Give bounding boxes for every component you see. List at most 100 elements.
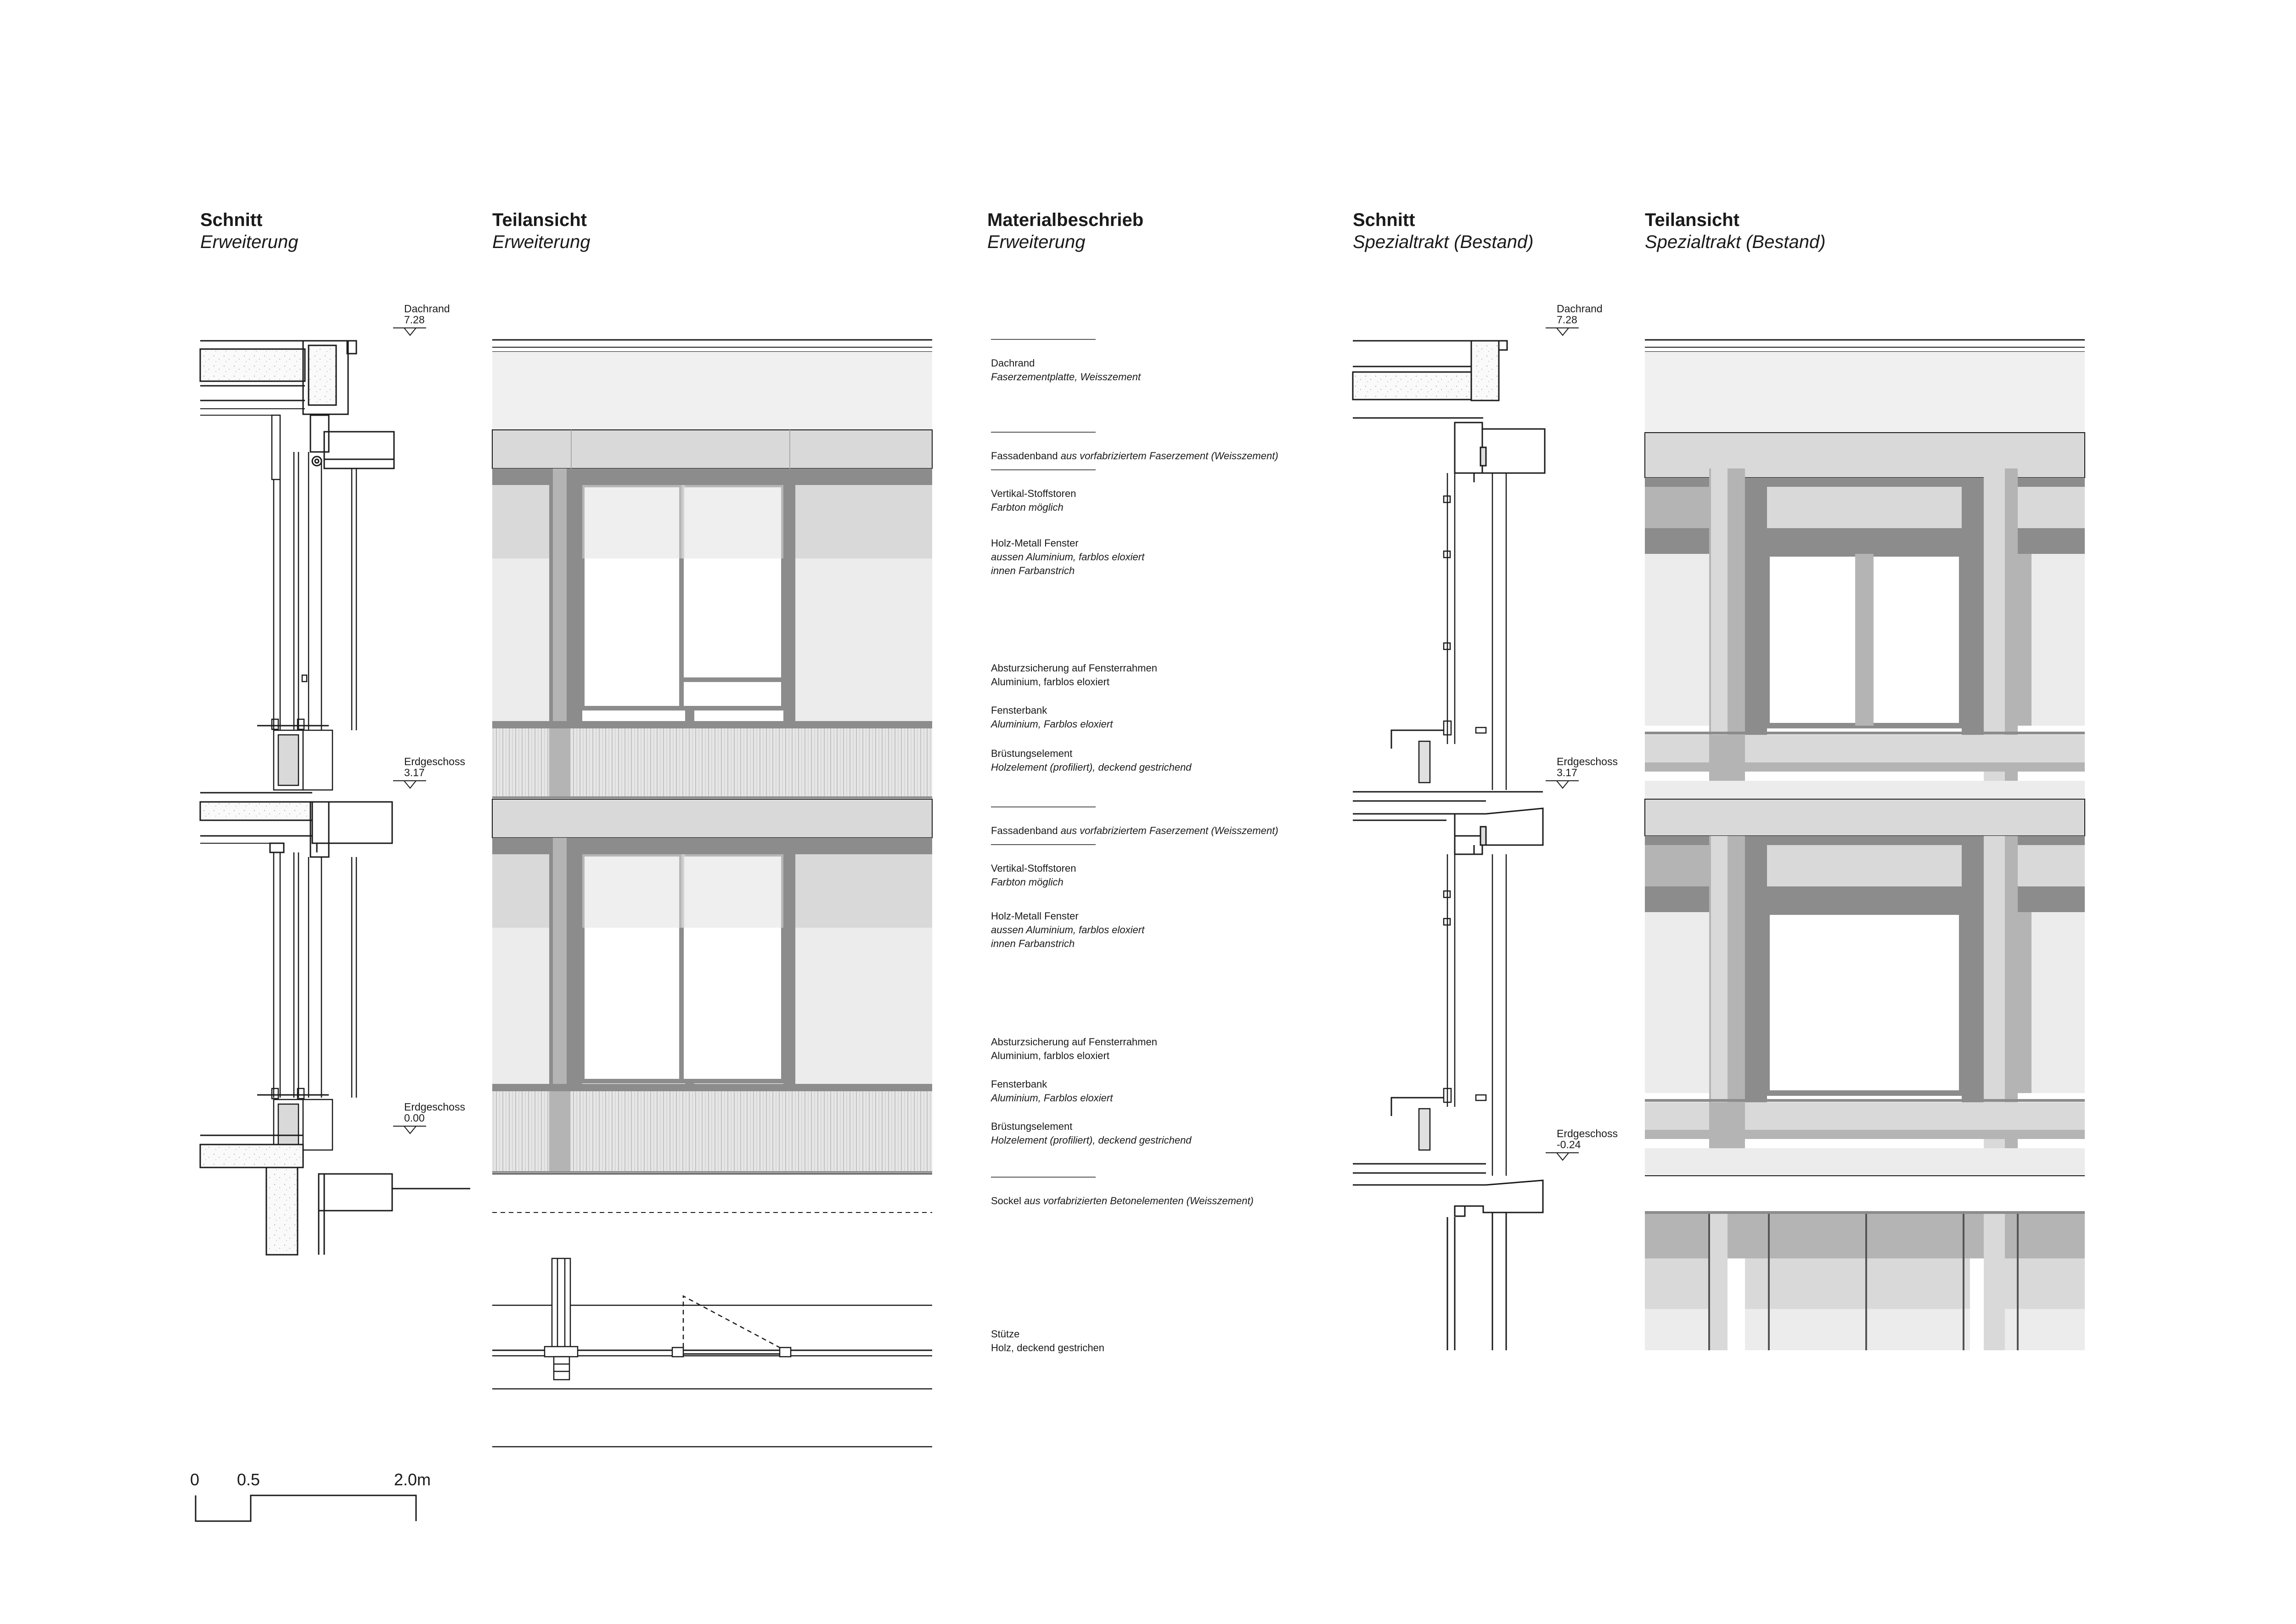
section-erweiterung xyxy=(199,327,470,1256)
roof-band-elevation-bestand xyxy=(1645,352,2085,433)
material-rule xyxy=(991,844,1096,845)
header-title: Teilansicht xyxy=(492,210,587,230)
level-marker-dachrand xyxy=(393,327,426,336)
header-title: Schnitt xyxy=(1353,210,1415,230)
material-desc: Aluminium, farblos eloxiert xyxy=(991,676,1109,688)
upper-column-section-bestand xyxy=(1390,473,1507,790)
material-name: Holz-Metall Fenster xyxy=(991,537,1079,549)
material-item-stoffstoren: Vertikal-Stoffstoren Farbton möglich xyxy=(991,469,1340,514)
level-value: 0.00 xyxy=(404,1112,425,1124)
material-desc: Holzelement (profiliert), deckend gestri… xyxy=(991,761,1192,773)
material-inline-desc: aus vorfabrizierten Betonelementen (Weis… xyxy=(1024,1195,1254,1207)
level-value: 3.17 xyxy=(404,767,425,778)
ground-slab-section-bestand xyxy=(1353,1163,1544,1350)
level-label-eg0-right: Erdgeschoss -0.24 xyxy=(1557,1128,1618,1150)
material-desc: Farbton möglich xyxy=(991,502,1064,513)
level-label-eg1-left: Erdgeschoss 3.17 xyxy=(404,756,465,778)
level-marker-eg1 xyxy=(393,780,426,789)
material-item-absturzsicherung: Absturzsicherung auf Fensterrahmen Alumi… xyxy=(991,661,1340,689)
material-name: Fensterbank xyxy=(991,705,1047,716)
level-marker-dachrand-right xyxy=(1546,327,1579,336)
roof-slab-section-bestand xyxy=(1352,340,1546,482)
level-value: 7.28 xyxy=(1557,314,1577,326)
material-item-dachrand: Dachrand Faserzementplatte, Weisszement xyxy=(991,339,1340,384)
level-marker-eg0 xyxy=(393,1126,426,1134)
material-item-absturzsicherung-2: Absturzsicherung auf Fensterrahmen Alumi… xyxy=(991,1035,1340,1063)
floor-slab-section xyxy=(199,792,393,858)
material-name-text: Fassadenband xyxy=(991,450,1058,462)
header-subtitle: Erweiterung xyxy=(492,232,591,252)
level-label-eg1-right: Erdgeschoss 3.17 xyxy=(1557,756,1618,778)
plinth-zone xyxy=(492,1174,932,1212)
material-item-sockel: Sockel aus vorfabrizierten Betonelemente… xyxy=(991,1177,1340,1208)
fascia-band-middle-bestand xyxy=(1644,799,2085,836)
material-name: Fassadenband aus vorfabriziertem Faserze… xyxy=(991,824,1340,838)
header-title: Materialbeschrieb xyxy=(987,210,1144,230)
header-schnitt-bestand: Schnitt Spezialtrakt (Bestand) xyxy=(1353,209,1534,253)
scale-label-end: 2.0m xyxy=(394,1470,431,1489)
upper-column-section xyxy=(257,414,357,791)
sill-lower xyxy=(492,1084,932,1091)
header-teilansicht-erweiterung: Teilansicht Erweiterung xyxy=(492,209,590,253)
material-rule xyxy=(991,1177,1096,1178)
header-subtitle: Erweiterung xyxy=(200,232,298,252)
level-name: Erdgeschoss xyxy=(404,1101,465,1113)
material-item-stuetze: Stütze Holz, deckend gestrichen xyxy=(991,1327,1340,1355)
floor-slab-section-bestand xyxy=(1353,791,1544,855)
material-item-fenster-2: Holz-Metall Fenster aussen Aluminium, fa… xyxy=(991,909,1340,951)
material-name: Dachrand xyxy=(991,357,1035,369)
material-desc: Aluminium, farblos eloxiert xyxy=(991,1050,1109,1061)
material-item-fensterbank: Fensterbank Aluminium, Farblos eloxiert xyxy=(991,704,1340,731)
material-name: Sockel aus vorfabrizierten Betonelemente… xyxy=(991,1194,1340,1208)
material-name: Vertikal-Stoffstoren xyxy=(991,488,1076,499)
material-name: Fensterbank xyxy=(991,1078,1047,1090)
material-desc: Holzelement (profiliert), deckend gestri… xyxy=(991,1134,1192,1146)
material-name: Fassadenband aus vorfabriziertem Faserze… xyxy=(991,449,1340,463)
level-value: 3.17 xyxy=(1557,767,1577,778)
material-name-text: Fassadenband xyxy=(991,825,1058,836)
level-label-dachrand-right: Dachrand 7.28 xyxy=(1557,303,1603,325)
material-rule xyxy=(991,469,1096,470)
material-item-fenster: Holz-Metall Fenster aussen Aluminium, fa… xyxy=(991,536,1340,578)
header-title: Schnitt xyxy=(200,210,263,230)
level-value: -0.24 xyxy=(1557,1139,1581,1150)
material-desc: Aluminium, Farblos eloxiert xyxy=(991,1092,1113,1104)
material-desc: Faserzementplatte, Weisszement xyxy=(991,371,1141,383)
material-item-fassadenband: Fassadenband aus vorfabriziertem Faserze… xyxy=(991,432,1340,463)
header-subtitle: Erweiterung xyxy=(987,232,1086,252)
material-name: Brüstungselement xyxy=(991,1121,1073,1132)
material-desc: aussen Aluminium, farblos eloxiert xyxy=(991,551,1145,563)
material-desc: Holz, deckend gestrichen xyxy=(991,1342,1105,1353)
roof-band-elevation xyxy=(492,352,932,430)
level-name: Erdgeschoss xyxy=(1557,756,1618,767)
material-name: Vertikal-Stoffstoren xyxy=(991,863,1076,874)
header-schnitt-erweiterung: Schnitt Erweiterung xyxy=(200,209,298,253)
header-title: Teilansicht xyxy=(1645,210,1739,230)
level-label-eg0-left: Erdgeschoss 0.00 xyxy=(404,1101,465,1123)
fascia-band-upper xyxy=(492,429,933,469)
material-item-bruestung: Brüstungselement Holzelement (profiliert… xyxy=(991,747,1340,774)
material-rule xyxy=(991,806,1096,807)
plan-detail xyxy=(492,1257,932,1448)
level-name: Dachrand xyxy=(1557,303,1603,315)
fascia-band-middle xyxy=(492,799,933,838)
scale-label-zero: 0 xyxy=(190,1470,200,1489)
parapet-section xyxy=(302,340,395,469)
material-desc: Farbton möglich xyxy=(991,876,1064,888)
material-name: Stütze xyxy=(991,1328,1020,1340)
elevation-bestand xyxy=(1644,339,2085,1350)
material-rule xyxy=(991,339,1096,340)
material-inline-desc: aus vorfabriziertem Faserzement (Weissze… xyxy=(1060,825,1278,836)
level-value: 7.28 xyxy=(404,314,425,326)
material-name-text: Sockel xyxy=(991,1195,1022,1207)
header-materialbeschrieb: Materialbeschrieb Erweiterung xyxy=(987,209,1143,253)
material-desc: aussen Aluminium, farblos eloxiert xyxy=(991,924,1145,936)
material-name: Absturzsicherung auf Fensterrahmen xyxy=(991,1036,1157,1048)
lower-column-section-bestand xyxy=(1390,854,1507,1176)
level-name: Dachrand xyxy=(404,303,450,315)
material-rule xyxy=(991,432,1096,433)
material-name: Holz-Metall Fenster xyxy=(991,910,1079,922)
material-inline-desc: aus vorfabriziertem Faserzement (Weissze… xyxy=(1060,450,1278,462)
level-name: Erdgeschoss xyxy=(404,756,465,767)
